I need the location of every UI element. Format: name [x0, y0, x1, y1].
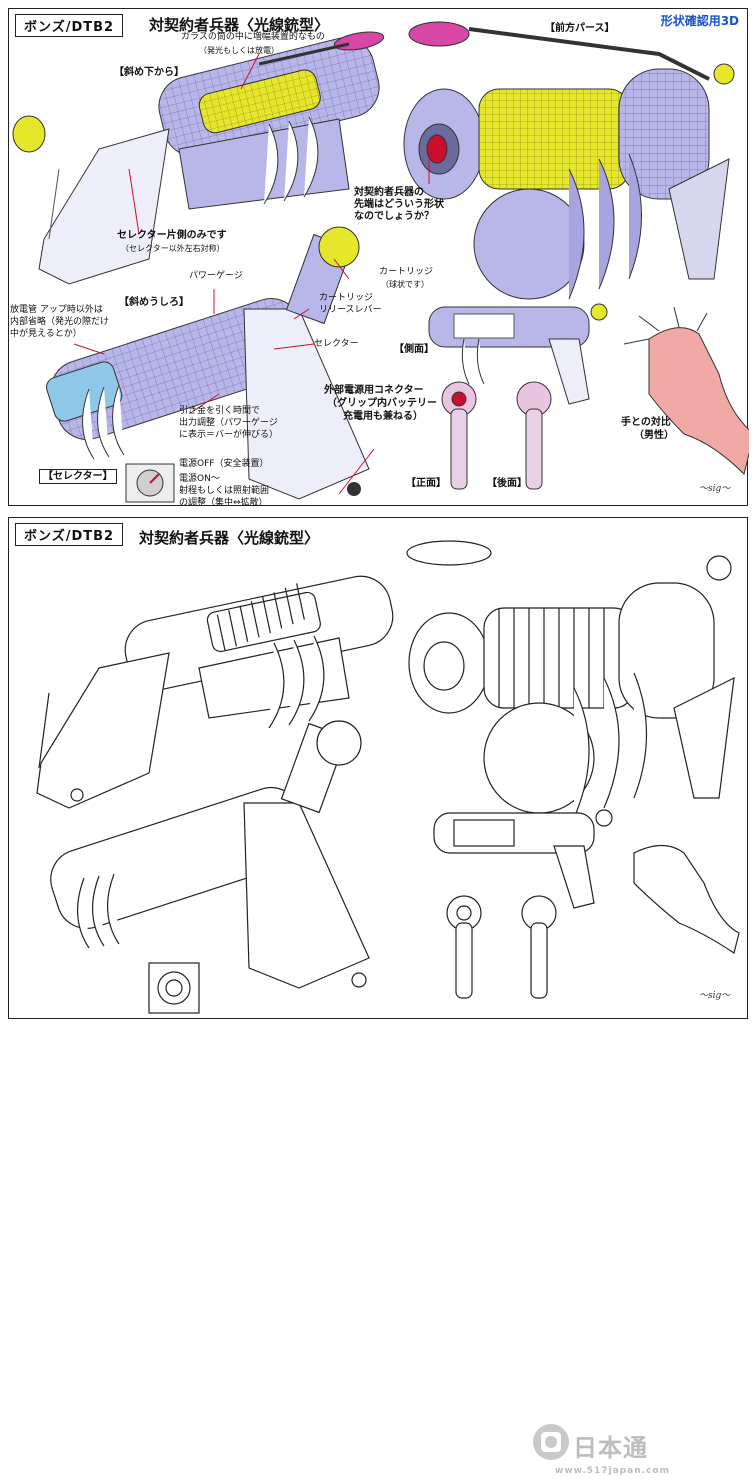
- leader-lines: [73, 53, 430, 495]
- gun-front-back-views: [441, 381, 552, 490]
- label-discharge-1: 放電管 アップ時以外は: [10, 305, 103, 315]
- color-3d-sheet: ボンズ/DTB2 対契約者兵器〈光線銃型〉 形状確認用3D: [8, 8, 749, 508]
- label-front-parts: 【前方パース】: [545, 23, 615, 34]
- line-gun-side-view: [433, 809, 613, 909]
- sheet-title: 対契約者兵器〈光線銃型〉: [149, 16, 330, 34]
- label-cartridge-sub: （球状です）: [381, 280, 429, 289]
- label-release-2: リリースレバー: [319, 305, 382, 315]
- label-diag-back: 【斜めうしろ】: [119, 297, 189, 308]
- watermark-url: www.517japan.com: [555, 1466, 670, 1476]
- label-selector: セレクター: [314, 339, 359, 349]
- line-art-sheet: ボンズ/DTB2 対契約者兵器〈光線銃型〉: [8, 517, 748, 1476]
- label-tip-q2: 先端はどういう形状: [354, 199, 444, 210]
- label-selector-side-sub: （セレクター以外左右対称）: [121, 244, 225, 253]
- label-discharge-2: 内部省略（発光の際だけ: [10, 317, 110, 327]
- gun-side-view: [428, 303, 608, 405]
- line-art-drawings: [36, 540, 740, 1014]
- watermark-name: 日本通: [573, 1434, 648, 1462]
- sheet-title-bottom: 対契約者兵器〈光線銃型〉: [139, 529, 320, 547]
- gun-diagonal-below: [12, 31, 385, 285]
- label-cartridge: カートリッジ: [379, 267, 434, 277]
- gun-front-perspective: [403, 21, 735, 300]
- line-selector-detail: [148, 962, 200, 1014]
- label-trigger-2: 出力調整（パワーゲージ: [179, 418, 278, 428]
- line-front-back-views: [446, 895, 557, 999]
- label-hand-1: 手との対比: [621, 417, 671, 428]
- label-trigger-1: 引き金を引く時間で: [179, 406, 261, 416]
- artist-signature-bottom: 〜sig〜: [699, 991, 731, 1001]
- line-gun-front-perspective: [406, 540, 735, 819]
- label-tip-q1: 対契約者兵器の: [354, 187, 424, 198]
- sheet-code: ボンズ/DTB2: [15, 14, 124, 37]
- label-power-on-2: 射程もしくは照射範囲: [179, 486, 270, 496]
- label-power-off: 電源OFF（安全装置）: [179, 459, 269, 469]
- artist-signature-top: 〜sig〜: [699, 484, 731, 494]
- label-power-gauge: パワーゲージ: [189, 271, 243, 281]
- label-tip-q3: なのでしょうか？: [354, 211, 434, 222]
- label-trigger-3: に表示＝バーが伸びる）: [179, 430, 279, 440]
- label-selector-box: 【セレクター】: [39, 469, 117, 484]
- label-power-on-1: 電源ON～: [179, 474, 220, 484]
- label-power-on-3: の調整（集中⇔拡散）: [179, 498, 268, 508]
- label-release-1: カートリッジ: [319, 293, 374, 303]
- label-selector-side: セレクター片側のみです: [117, 230, 227, 241]
- label-discharge-3: 中が見えるとか）: [10, 329, 82, 339]
- gun-diagonal-back: [46, 226, 370, 500]
- label-connector-1: 外部電源用コネクター: [324, 385, 424, 396]
- label-connector-3: 充電用も兼ねる）: [343, 411, 423, 422]
- label-back-view: 【後面】: [487, 478, 527, 489]
- label-diag-front: 【斜め下から】: [114, 67, 184, 78]
- label-front-view: 【正面】: [406, 478, 446, 489]
- sheet-tag: 形状確認用3D: [660, 14, 739, 28]
- watermark-circle-icon: [533, 1424, 569, 1460]
- label-glass: ガラスの筒の中に増幅装置的なもの: [181, 32, 325, 42]
- watermark-logo: 日本通 www.517japan.com: [531, 1422, 681, 1482]
- selector-detail: [125, 463, 175, 503]
- label-hand-2: （男性）: [634, 430, 674, 441]
- hand-comparison: [623, 306, 749, 475]
- line-hand: [633, 844, 740, 954]
- color-renders: [12, 21, 749, 503]
- label-connector-2: （グリップ内バッテリー: [327, 398, 437, 409]
- line-gun-diagonal-back: [50, 720, 370, 989]
- label-glass-sub: （発光もしくは放電）: [199, 46, 279, 55]
- label-side-view: 【側面】: [394, 344, 434, 355]
- sheet-code-bottom: ボンズ/DTB2: [15, 523, 124, 546]
- line-gun-diagonal-below: [36, 575, 394, 809]
